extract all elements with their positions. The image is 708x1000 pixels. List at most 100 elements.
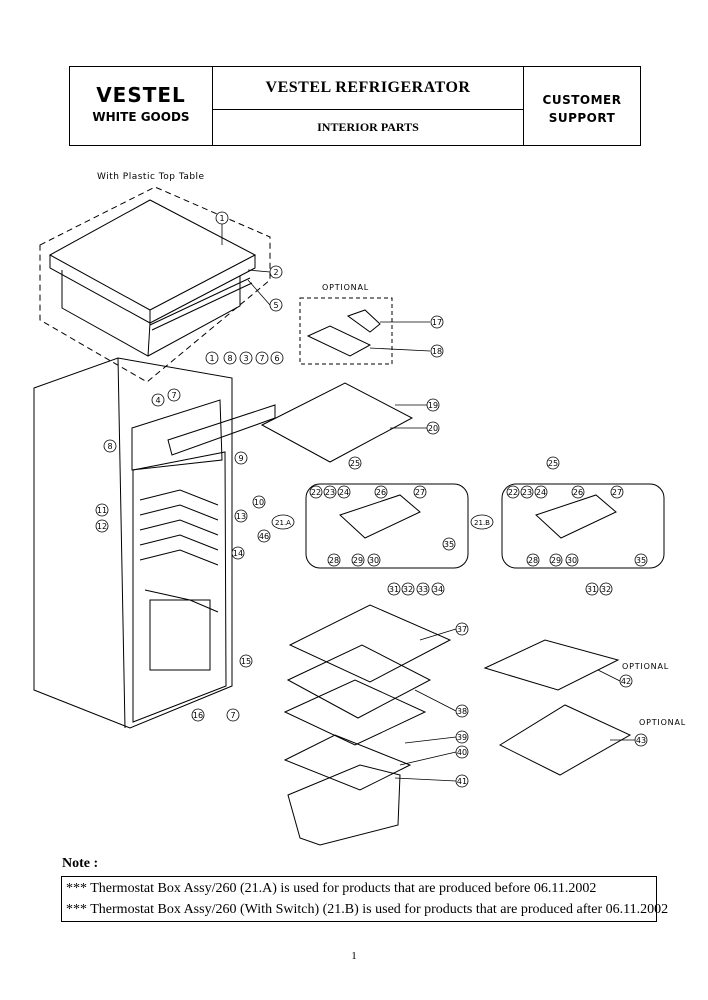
plastic-top-table-label: With Plastic Top Table [97,172,205,182]
svg-text:8: 8 [227,354,232,363]
callout-23b: 23 [520,485,534,499]
callout-29a: 29 [351,553,365,567]
freezer-shelf [260,382,414,463]
callout-31b: 31 [585,582,599,596]
callout-7c: 7 [226,708,240,722]
callout-24a: 24 [337,485,351,499]
top-table-assembly [39,186,271,383]
svg-text:5: 5 [273,301,278,310]
bottle-rack [498,704,632,776]
top-table-rail-lower [151,282,253,331]
callout-15: 15 [239,654,253,668]
document-title: VESTEL REFRIGERATOR [265,79,471,96]
crisper-cover [283,734,412,791]
svg-text:7: 7 [171,391,176,400]
callout-4: 4 [151,393,165,407]
callout-2: 2 [269,265,283,279]
callout-10: 10 [252,495,266,509]
callout-26a: 26 [374,485,388,499]
svg-text:28: 28 [528,556,538,565]
shelves-upper [260,382,414,463]
svg-text:46: 46 [259,532,269,541]
svg-text:4: 4 [155,396,160,405]
callout-34: 34 [431,582,445,596]
callout-14: 14 [231,546,245,560]
optional-ice-tray-box [299,297,393,365]
top-table-rail [149,277,251,326]
note-title: Note : [62,856,99,871]
thermostat-b-frame [501,483,665,569]
svg-text:39: 39 [457,733,467,742]
callout-17: 17 [430,315,444,329]
title-cell: VESTEL REFRIGERATOR INTERIOR PARTS [213,67,524,145]
callout-25b: 25 [546,456,560,470]
svg-text:11: 11 [97,506,107,515]
ice-tray-dashed-box [299,297,393,365]
svg-text:21.B: 21.B [474,519,490,527]
callout-11: 11 [95,503,109,517]
svg-text:40: 40 [457,748,467,757]
svg-text:28: 28 [329,556,339,565]
svg-text:27: 27 [415,488,425,497]
support-line-1: CUSTOMER [542,93,622,107]
svg-text:35: 35 [444,540,454,549]
note-box: *** Thermostat Box Assy/260 (21.A) is us… [61,876,668,922]
svg-text:23: 23 [522,488,532,497]
svg-text:32: 32 [601,585,611,594]
callout-7b: 7 [167,388,181,402]
fresh-food-opening [132,451,227,723]
support-line-2: SUPPORT [548,111,616,125]
support-cell: CUSTOMER SUPPORT [524,67,640,145]
ice-scoop [346,309,381,333]
svg-text:18: 18 [432,347,442,356]
page-number: 1 [351,950,357,962]
callout-42: 42 [619,674,633,688]
svg-text:26: 26 [573,488,583,497]
svg-text:30: 30 [369,556,379,565]
brand-name: VESTEL [96,83,186,107]
optional-shelf [483,639,620,691]
callout-43: 43 [634,733,648,747]
svg-text:2: 2 [273,268,278,277]
callout-30b: 30 [565,553,579,567]
svg-text:15: 15 [241,657,251,666]
callout-32b: 32 [599,582,613,596]
thermostat-b-body [535,494,617,539]
top-table-dashed-outline [39,186,271,383]
callout-6: 6 [270,351,284,365]
svg-text:25: 25 [350,459,360,468]
glass-shelf-1 [288,604,452,683]
svg-text:29: 29 [551,556,561,565]
svg-text:38: 38 [457,707,467,716]
callout-28b: 28 [526,553,540,567]
brand-cell: VESTEL WHITE GOODS [70,67,213,145]
glass-shelf-3 [283,679,427,746]
callout-24b: 24 [534,485,548,499]
leader-lines [221,218,635,782]
header-box: VESTEL WHITE GOODS VESTEL REFRIGERATOR I… [69,66,641,146]
callout-28a: 28 [327,553,341,567]
callout-1b: 1 [205,351,219,365]
thermostat-a-body [339,494,421,539]
svg-text:7: 7 [259,354,264,363]
refrigerator-cabinet [33,357,276,729]
svg-text:30: 30 [567,556,577,565]
callout-19: 19 [426,398,440,412]
callout-46: 46 [257,529,271,543]
svg-text:17: 17 [432,318,442,327]
title-divider [213,109,523,110]
callout-35a: 35 [442,537,456,551]
svg-text:22: 22 [508,488,518,497]
callout-22b: 22 [506,485,520,499]
optional-label-shelf: OPTIONAL [622,662,669,671]
callout-8a: 8 [223,351,237,365]
svg-text:41: 41 [457,777,467,786]
callout-9: 9 [234,451,248,465]
callout-1a: 1 [215,211,229,225]
callout-37: 37 [455,622,469,636]
svg-text:24: 24 [536,488,546,497]
svg-text:7: 7 [230,711,235,720]
svg-text:31: 31 [389,585,399,594]
callouts: 1 2 5 1 8 3 7 6 4 7 8 9 10 13 11 12 14 4… [95,211,648,788]
svg-text:24: 24 [339,488,349,497]
